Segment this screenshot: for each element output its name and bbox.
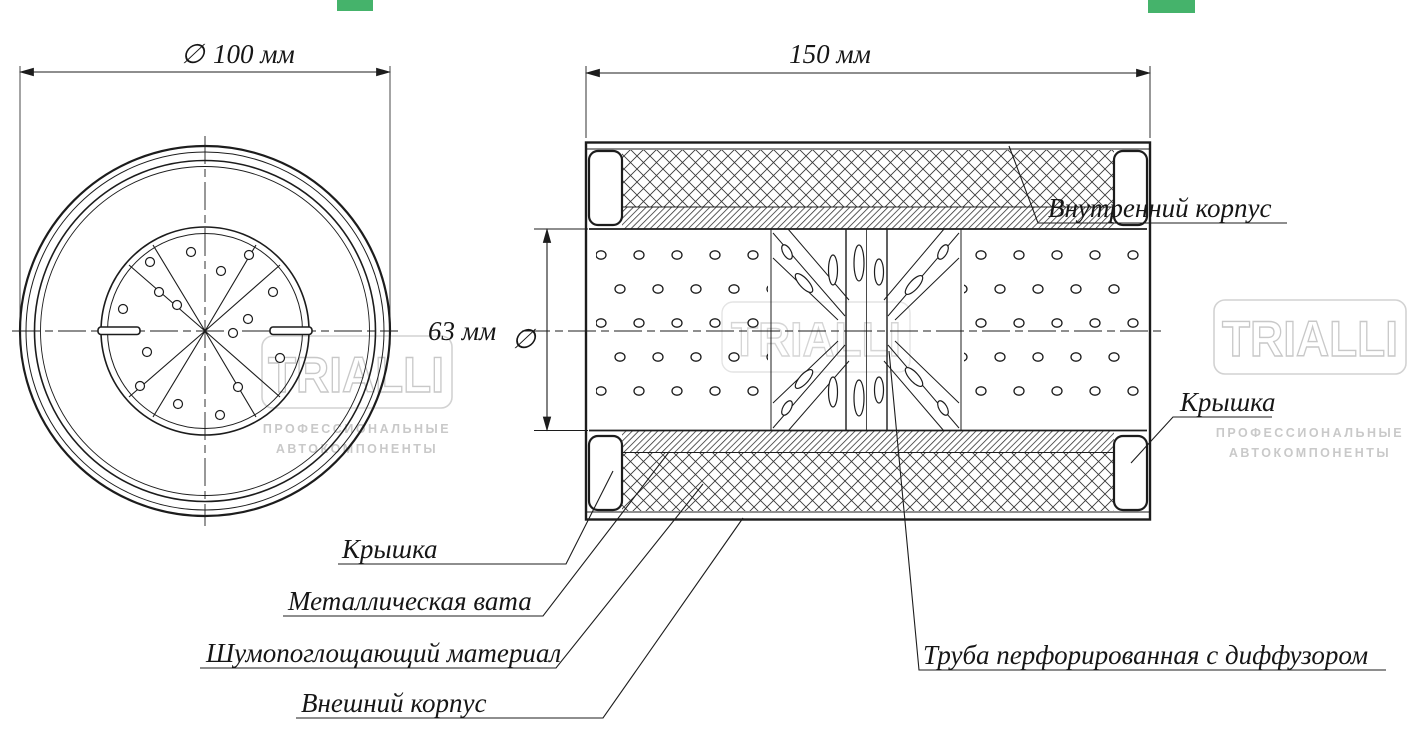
watermark-center: TRIALLI ПРОФЕССИОНАЛЬНЫЕ АВТОКОМПОНЕНТЫ <box>261 335 453 456</box>
label-sound-absorbing: Шумопоглощающий материал <box>205 638 561 668</box>
diffuser-slot-holes <box>781 244 949 417</box>
shell-ring <box>40 166 370 496</box>
metal-wool-bottom <box>622 431 1114 453</box>
watermark-tagline-2: АВТОКОМПОНЕНТЫ <box>276 442 438 456</box>
end-caps <box>587 149 1149 512</box>
watermark-tagline-1: ПРОФЕССИОНАЛЬНЫЕ <box>263 422 451 436</box>
leader-cover-left <box>338 470 614 565</box>
front-view <box>12 136 398 526</box>
diffuser-vanes <box>128 244 281 418</box>
watermark-brand-text: TRIALLI <box>268 347 444 403</box>
label-cover-left: Крышка <box>341 534 438 564</box>
leader-cover-right <box>1130 416 1272 464</box>
sound-absorbing-top <box>622 150 1114 207</box>
length-dimension: 150 мм <box>585 39 1151 138</box>
label-cover-right: Крышка <box>1179 387 1276 417</box>
perforation-left <box>596 244 768 410</box>
diameter-symbol: ∅ <box>181 39 206 69</box>
diffuser <box>770 228 962 432</box>
cap-bottom-left <box>587 434 624 512</box>
perforation-right <box>964 244 1144 410</box>
metal-wool-top <box>622 207 1114 229</box>
cap-top-left <box>587 149 624 227</box>
section-view <box>522 141 1164 521</box>
front-diameter-value: 100 мм <box>213 39 295 69</box>
cap-top-right <box>1112 149 1149 227</box>
label-perforated-pipe: Труба перфорированная с диффузором <box>923 640 1368 670</box>
vane-slot-left <box>97 326 141 336</box>
green-artifact-right <box>1148 0 1195 13</box>
green-artifact-center <box>337 0 373 11</box>
leader-outer-casing <box>296 517 744 719</box>
extension-lines <box>19 66 391 331</box>
label-inner-casing: Внутренний корпус <box>1048 193 1271 223</box>
vane-slot-right <box>269 326 313 336</box>
extension-lines <box>534 228 588 431</box>
label-metal-wool: Металлическая вата <box>287 586 532 616</box>
inner-diameter-value: 63 мм <box>428 316 496 346</box>
inner-diameter-dimension: 63 мм ∅ <box>428 228 588 432</box>
shell-ring <box>25 151 385 511</box>
leader-perforated-pipe <box>888 350 1386 671</box>
watermark-right: TRIALLI ПРОФЕССИОНАЛЬНЫЕ АВТОКОМПОНЕНТЫ <box>1213 299 1407 460</box>
watermark-tagline-1: ПРОФЕССИОНАЛЬНЫЕ <box>1216 426 1404 440</box>
front-perforation-holes <box>117 246 286 421</box>
inner-shell-ring <box>33 159 377 503</box>
leader-metal-wool <box>283 451 670 617</box>
diameter-symbol: ∅ <box>512 324 537 354</box>
extension-lines <box>585 66 1151 138</box>
leader-sound-absorbing <box>200 483 704 669</box>
length-value: 150 мм <box>789 39 871 69</box>
front-diameter-dimension: ∅ 100 мм <box>19 39 391 331</box>
callout-labels: Внутренний корпус Крышка Крышка Металлич… <box>200 145 1386 719</box>
cap-bottom-right <box>1112 434 1149 512</box>
watermark-tagline-2: АВТОКОМПОНЕНТЫ <box>1229 446 1391 460</box>
sound-absorbing-bottom <box>622 452 1114 511</box>
watermark-box <box>1213 299 1407 375</box>
watermark-brand-text: TRIALLI <box>1222 311 1398 367</box>
label-outer-casing: Внешний корпус <box>301 688 486 718</box>
leader-inner-casing <box>1008 145 1287 224</box>
